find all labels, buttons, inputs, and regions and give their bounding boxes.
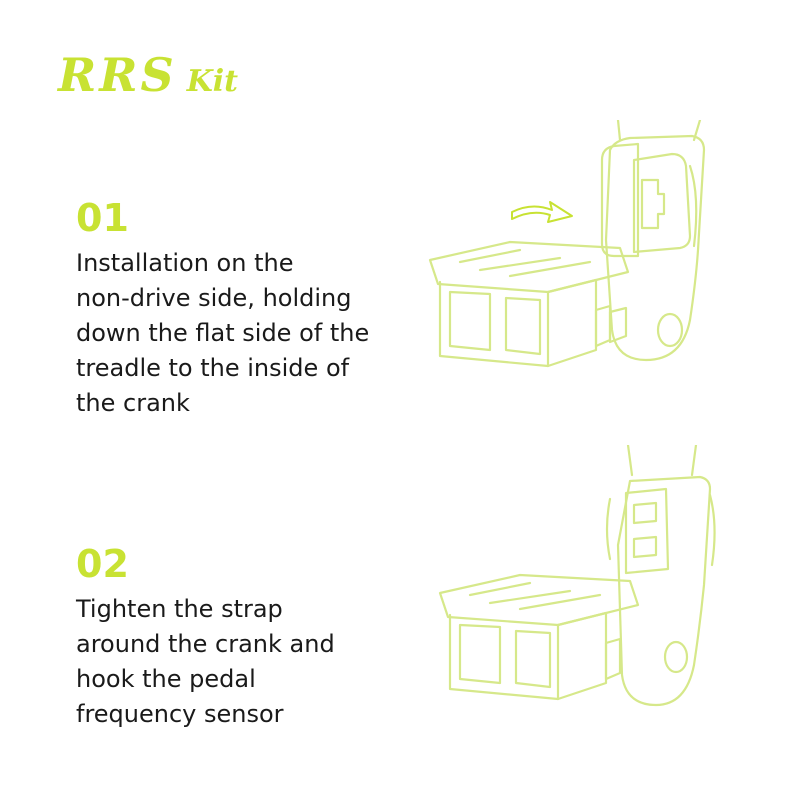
step-2-line: Tighten the strap xyxy=(76,595,283,623)
step-2-line: hook the pedal xyxy=(76,665,256,693)
step-1-illustration xyxy=(420,118,720,390)
step-1-line: treadle to the inside of xyxy=(76,354,350,382)
step-2-illustration xyxy=(430,443,730,715)
step-2-text: Tighten the strap around the crank and h… xyxy=(76,592,416,732)
step-1-line: non-drive side, holding xyxy=(76,284,352,312)
brand-name: RRS xyxy=(58,48,177,102)
step-1-line: Installation on the xyxy=(76,249,294,277)
pedal-crank-drawing-2 xyxy=(438,443,716,707)
pedal-crank-drawing-1 xyxy=(428,118,706,368)
step-2-line: around the crank and xyxy=(76,630,335,658)
brand-suffix: Kit xyxy=(186,64,239,99)
rotate-arrow-icon xyxy=(511,201,573,223)
step-2-number: 02 xyxy=(76,542,129,586)
step-1-line: down the flat side of the xyxy=(76,319,370,347)
step-2-line: frequency sensor xyxy=(76,700,284,728)
step-1-number: 01 xyxy=(76,196,129,240)
brand-logo: RRS Kit xyxy=(58,48,238,102)
step-1-text: Installation on the non-drive side, hold… xyxy=(76,246,416,421)
step-1-line: the crank xyxy=(76,389,190,417)
